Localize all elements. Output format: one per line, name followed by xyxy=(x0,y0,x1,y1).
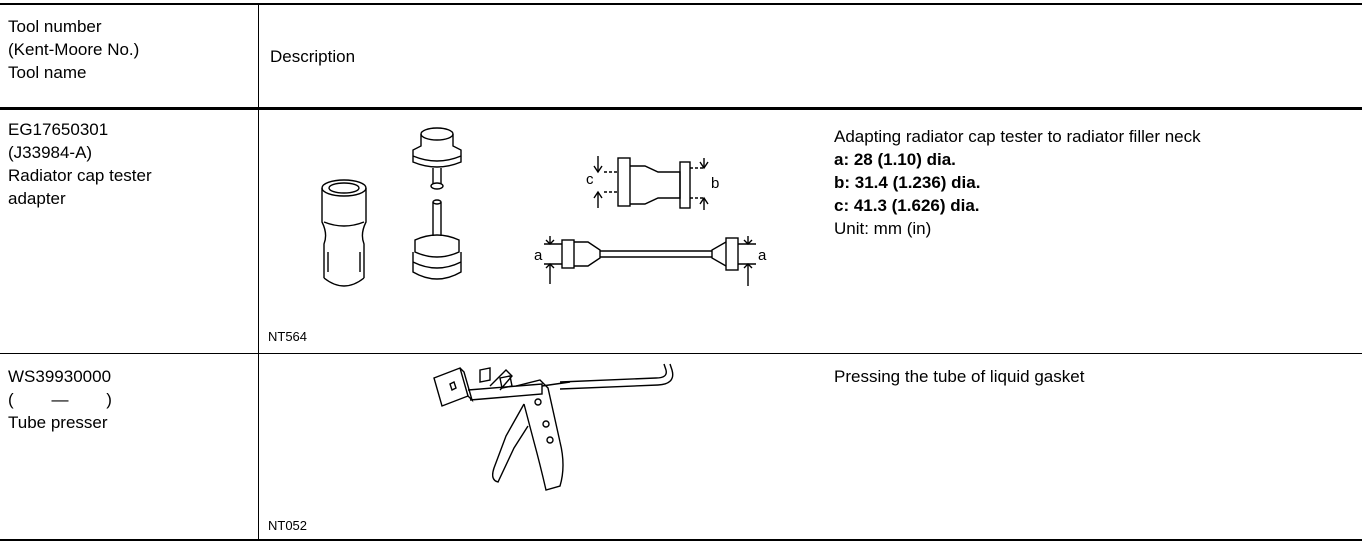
tool-name-line: adapter xyxy=(8,189,66,208)
extension-hose-drawing xyxy=(544,236,756,286)
dimension-label-c: c xyxy=(586,171,594,188)
description-2: Pressing the tube of liquid gasket xyxy=(834,365,1084,388)
description-1: Adapting radiator cap tester to radiator… xyxy=(834,125,1201,240)
tool-identity-2: WS39930000 ( — ) Tube presser xyxy=(8,365,112,434)
header-tool-line: Tool name xyxy=(8,63,87,82)
tube-presser-illustration xyxy=(433,363,674,491)
tool-number: WS39930000 xyxy=(8,367,112,386)
spec-b: b: 31.4 (1.236) dia. xyxy=(834,173,981,192)
table-top-rule xyxy=(0,3,1362,5)
header-tool-line: Tool number xyxy=(8,17,102,36)
unit-note: Unit: mm (in) xyxy=(834,219,932,238)
tool-name-line: Tube presser xyxy=(8,413,108,432)
header-tool-line: (Kent-Moore No.) xyxy=(8,40,140,59)
table-bottom-rule xyxy=(0,539,1362,541)
header-tool-column: Tool number (Kent-Moore No.) Tool name xyxy=(8,15,139,84)
header-description: Description xyxy=(270,47,356,66)
dimension-label-a-left: a xyxy=(534,247,543,264)
kent-moore-number: (J33984-A) xyxy=(8,143,93,162)
cap-adapter-drawing xyxy=(412,127,462,280)
radiator-cap-adapter-illustration: c b a a xyxy=(321,127,767,287)
tool-identity-1: EG17650301 (J33984-A) Radiator cap teste… xyxy=(8,118,152,210)
header-bottom-rule xyxy=(0,107,1362,110)
adapter-profile-drawing xyxy=(593,156,709,210)
figure-code: NT052 xyxy=(268,518,308,533)
kent-moore-number: ( — ) xyxy=(8,390,112,409)
adapter-sleeve-drawing xyxy=(321,179,367,287)
dimension-label-a-right: a xyxy=(758,247,767,264)
tool-name-line: Radiator cap tester xyxy=(8,166,152,185)
description-text: Pressing the tube of liquid gasket xyxy=(834,367,1085,386)
dimension-label-b: b xyxy=(711,175,719,192)
description-text: Adapting radiator cap tester to radiator… xyxy=(834,127,1201,146)
row-divider-rule xyxy=(0,353,1362,354)
column-divider xyxy=(258,4,259,540)
figure-code: NT564 xyxy=(268,329,308,344)
spec-c: c: 41.3 (1.626) dia. xyxy=(834,196,980,215)
tool-number: EG17650301 xyxy=(8,120,109,139)
spec-a: a: 28 (1.10) dia. xyxy=(834,150,956,169)
